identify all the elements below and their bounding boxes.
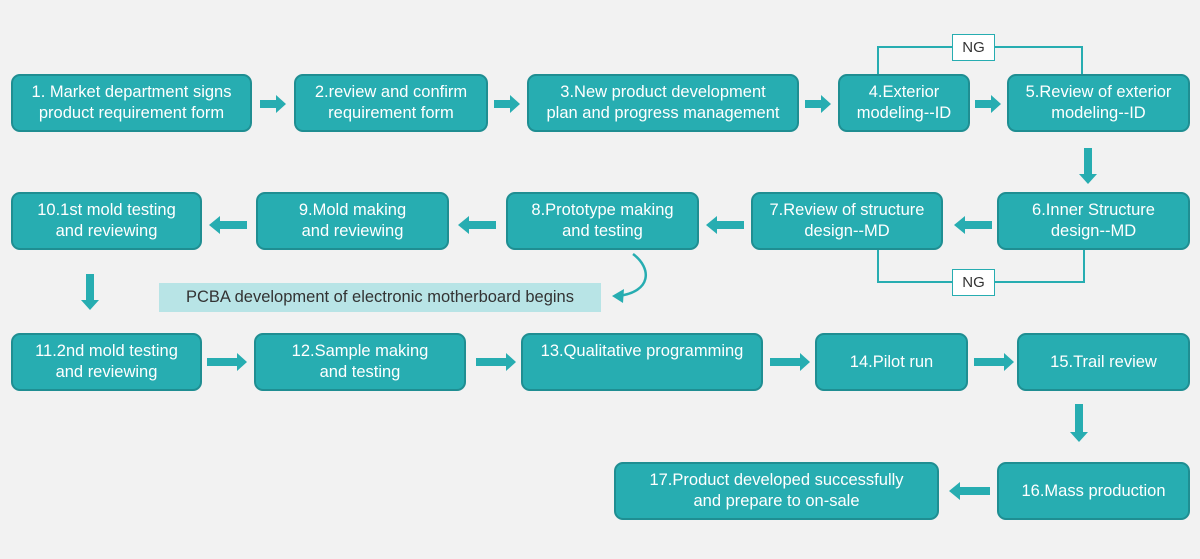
step-11-second-mold-testing: 11.2nd mold testing and reviewing: [11, 333, 202, 391]
step-2-review-requirement: 2.review and confirm requirement form: [294, 74, 488, 132]
arrow-2-3: [494, 95, 520, 113]
arrow-9-10: [209, 216, 247, 234]
step-17-product-developed: 17.Product developed successfully and pr…: [614, 462, 939, 520]
arrow-6-7: [954, 216, 992, 234]
arrow-14-15: [974, 353, 1014, 371]
arrow-10-11: [81, 274, 99, 310]
step-5-review-exterior: 5.Review of exterior modeling--ID: [1007, 74, 1190, 132]
arrow-4-5: [975, 95, 1001, 113]
step-16-mass-production: 16.Mass production: [997, 462, 1190, 520]
arrow-16-17: [949, 482, 990, 500]
step-6-inner-structure: 6.Inner Structure design--MD: [997, 192, 1190, 250]
step-15-trail-review: 15.Trail review: [1017, 333, 1190, 391]
step-10-first-mold-testing: 10.1st mold testing and reviewing: [11, 192, 202, 250]
step-4-exterior-modeling: 4.Exterior modeling--ID: [838, 74, 970, 132]
arrow-11-12: [207, 353, 247, 371]
arrow-8-9: [458, 216, 496, 234]
step-3-development-plan: 3.New product development plan and progr…: [527, 74, 799, 132]
step-8-prototype: 8.Prototype making and testing: [506, 192, 699, 250]
step-12-sample-making: 12.Sample making and testing: [254, 333, 466, 391]
step-14-pilot-run: 14.Pilot run: [815, 333, 968, 391]
arrow-3-4: [805, 95, 831, 113]
arrow-15-16: [1070, 404, 1088, 442]
step-7-review-structure: 7.Review of structure design--MD: [751, 192, 943, 250]
step-9-mold-making: 9.Mold making and reviewing: [256, 192, 449, 250]
arrow-12-13: [476, 353, 516, 371]
step-13-qualitative-programming: 13.Qualitative programming: [521, 333, 763, 391]
ng-label-bottom: NG: [952, 269, 995, 296]
ng-label-top: NG: [952, 34, 995, 61]
arrow-7-8: [706, 216, 744, 234]
pcba-curve-arrowhead: [612, 289, 624, 303]
arrow-1-2: [260, 95, 286, 113]
pcba-curve-arrow: [617, 252, 647, 298]
pcba-note: PCBA development of electronic motherboa…: [159, 283, 601, 312]
arrow-5-6: [1079, 148, 1097, 184]
arrow-13-14: [770, 353, 810, 371]
step-1-market-requirement: 1. Market department signs product requi…: [11, 74, 252, 132]
